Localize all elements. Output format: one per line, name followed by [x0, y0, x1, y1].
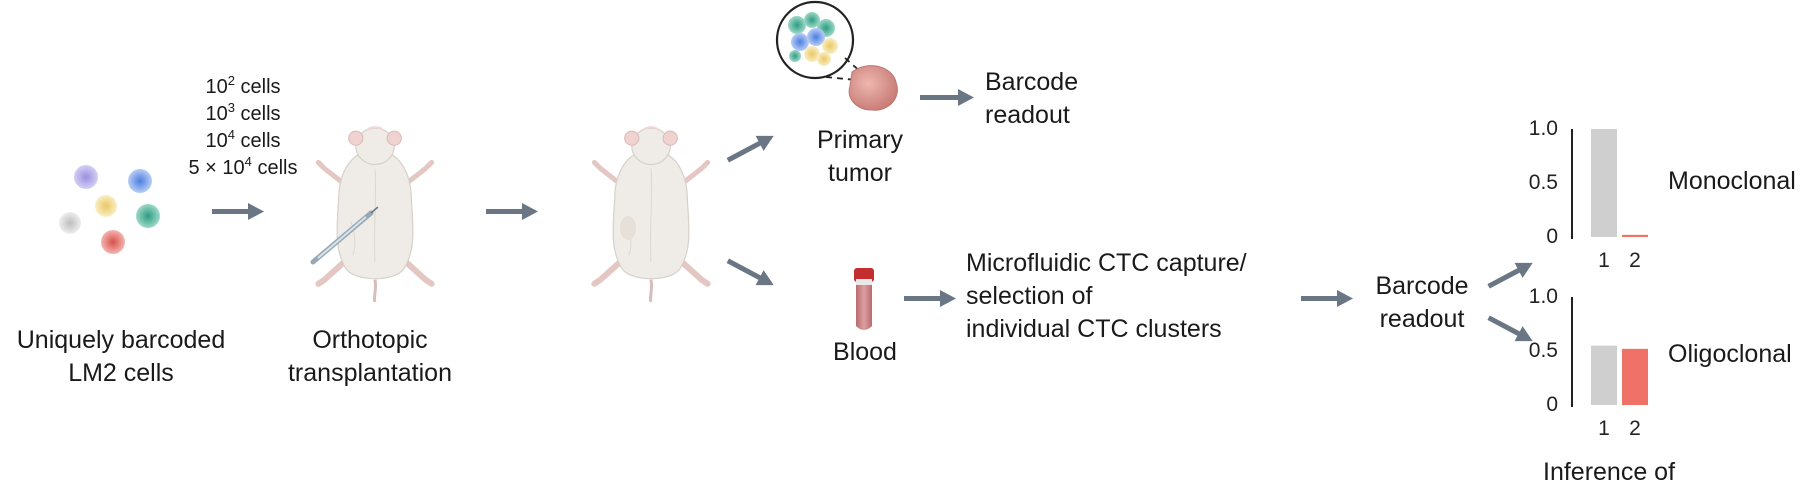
cells-label-line1: Uniquely barcoded: [16, 326, 226, 354]
arrow-blood-to-microfluidic: [904, 290, 956, 307]
chart-y-tick-label: 0: [1546, 393, 1558, 416]
barcode-readout-top-line1: Barcode: [985, 68, 1079, 96]
chart-bar-1: [1591, 129, 1617, 237]
arrow-tumor-to-barcode: [920, 89, 974, 106]
clonality-charts: [1571, 129, 1648, 407]
inference-label: Inference of: [1543, 456, 1675, 489]
mouse-transplant-illustration: [318, 127, 431, 302]
primary-tumor-label-line1: Primary: [816, 126, 904, 154]
inference-label-text: Inference of: [1543, 458, 1676, 486]
primary-tumor-label: Primary tumor: [800, 124, 920, 190]
chart-x-tick-label: 1: [1598, 417, 1610, 440]
barcode-readout-top-line2: readout: [985, 101, 1070, 129]
transplant-label-line1: Orthotopic: [312, 326, 428, 354]
tumor-illustration: [775, 0, 898, 111]
primary-tumor-label-line2: tumor: [828, 159, 892, 187]
chart-x-tick-label: 2: [1629, 417, 1641, 440]
chart-y-tick-label: 0: [1546, 225, 1558, 248]
chart-y-tick-label: 0.5: [1528, 171, 1558, 194]
barcoded-cells-illustration: [59, 165, 160, 254]
cell-amount-item: 5 × 104 cells: [188, 154, 298, 179]
transplant-label: Orthotopic transplantation: [282, 324, 458, 390]
arrow-barcode-to-oligoclonal: [1487, 315, 1533, 342]
barcode-readout-bottom-line2: readout: [1379, 305, 1465, 333]
mouse-tumor-illustration: [594, 127, 707, 302]
microfluidic-line3: individual CTC clusters: [966, 315, 1222, 343]
chart-bar-2: [1622, 234, 1648, 237]
oligoclonal-chart-title: Oligoclonal: [1668, 340, 1792, 368]
cells-label: Uniquely barcoded LM2 cells: [0, 324, 242, 390]
arrow-transplant-to-mouse: [486, 203, 538, 220]
barcode-readout-bottom-label: Barcode readout: [1362, 270, 1482, 336]
syringe-illustration: [310, 206, 379, 265]
arrow-mouse-to-blood: [726, 258, 774, 286]
cell-amount-item: 103 cells: [205, 100, 281, 125]
blood-tube-illustration: [854, 268, 874, 330]
barcode-readout-top-label: Barcode readout: [985, 66, 1078, 132]
transplant-label-line2: transplantation: [287, 359, 452, 387]
cell-amount-item: 102 cells: [205, 73, 281, 98]
microfluidic-line1: Microfluidic CTC capture/: [966, 249, 1247, 277]
cell-amounts-list: 102 cells 103 cells 104 cells 5 × 104 ce…: [168, 74, 318, 182]
arrow-microfluidic-to-barcode: [1301, 290, 1353, 307]
arrow-mouse-to-tumor: [726, 135, 774, 163]
monoclonal-chart-title: Monoclonal: [1668, 167, 1796, 195]
blood-label: Blood: [810, 336, 920, 369]
chart-x-tick-label: 2: [1629, 249, 1641, 272]
chart-y-tick-label: 1.0: [1528, 285, 1558, 308]
cell-amount-item: 104 cells: [205, 127, 281, 152]
cells-label-line2: LM2 cells: [68, 359, 174, 387]
chart-bar-2: [1622, 348, 1648, 405]
chart-y-tick-label: 0.5: [1528, 339, 1558, 362]
chart-x-tick-label: 1: [1598, 249, 1610, 272]
microfluidic-line2: selection of: [966, 282, 1093, 310]
blood-label-text: Blood: [833, 338, 897, 366]
microfluidic-label: Microfluidic CTC capture/ selection of i…: [966, 247, 1247, 346]
arrow-barcode-to-monoclonal: [1487, 262, 1533, 289]
chart-bar-1: [1591, 345, 1617, 405]
chart-y-tick-label: 1.0: [1528, 117, 1558, 140]
arrow-cells-to-transplant: [212, 203, 264, 220]
flow-arrows: [212, 89, 1533, 342]
barcode-readout-bottom-line1: Barcode: [1375, 272, 1469, 300]
